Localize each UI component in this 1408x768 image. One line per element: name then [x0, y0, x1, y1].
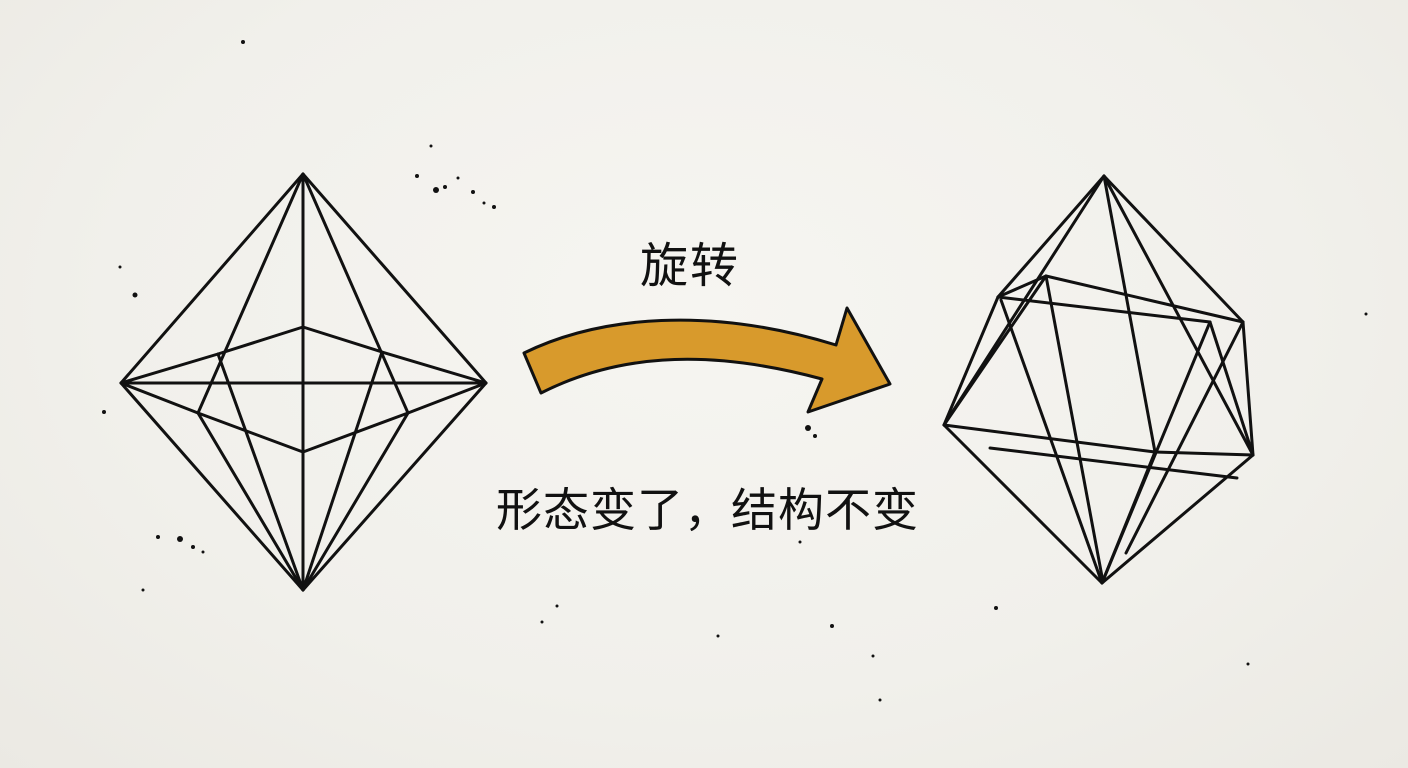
- caption-label: 形态变了，结构不变: [496, 483, 919, 537]
- octahedron-rotated: [942, 174, 1255, 585]
- rotate-label: 旋转: [640, 238, 741, 294]
- octahedron-upright: [119, 172, 488, 592]
- ink-speckles: [102, 40, 1368, 702]
- rotation-arrow: [522, 306, 892, 414]
